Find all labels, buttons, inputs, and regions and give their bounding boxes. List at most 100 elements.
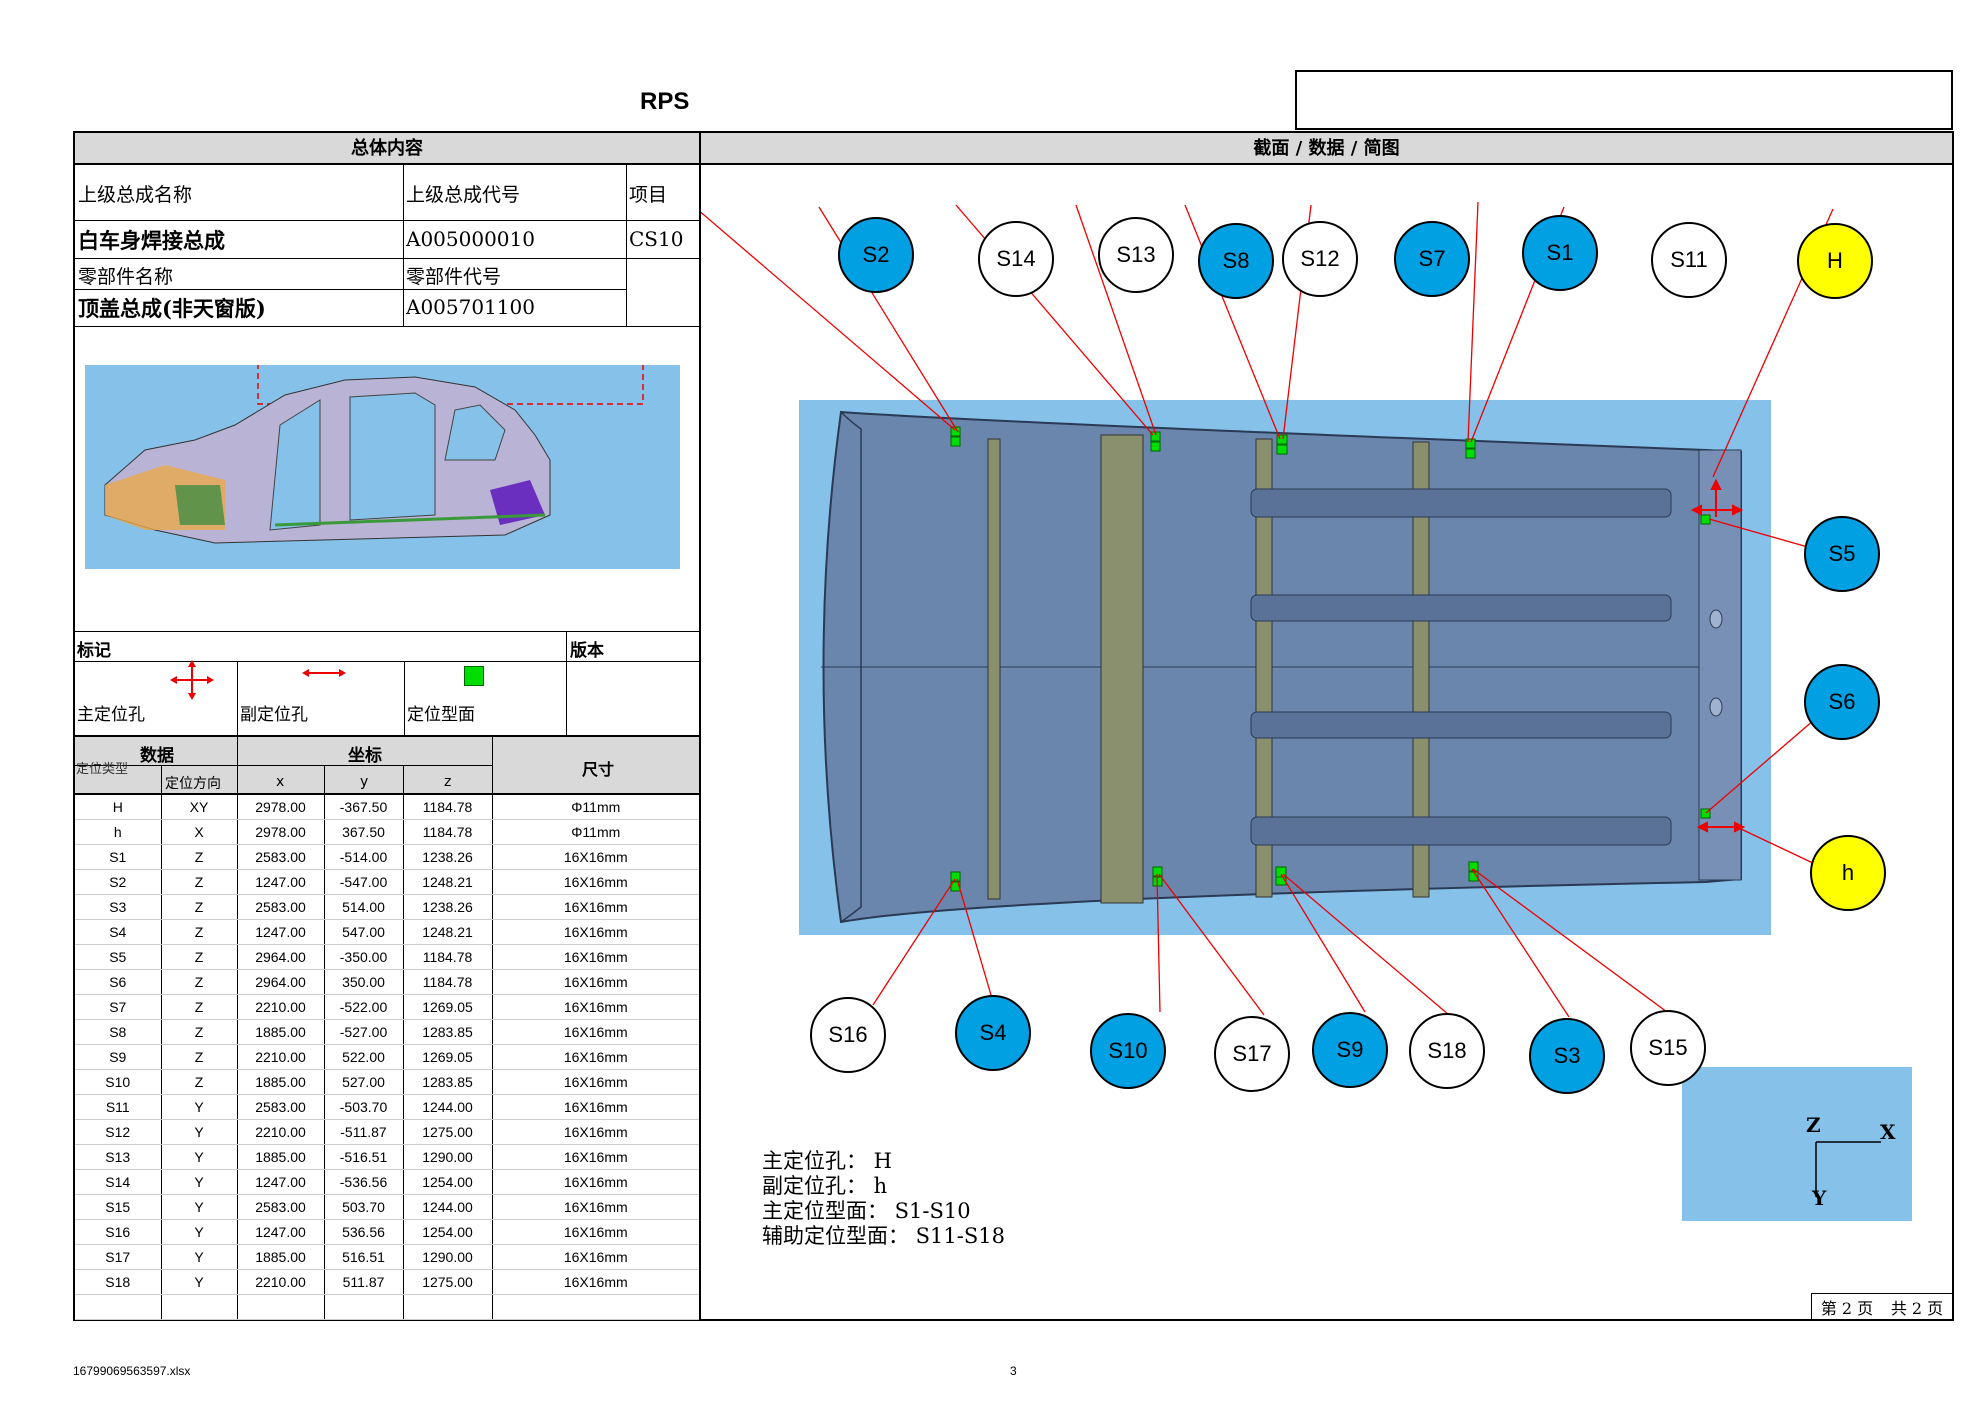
main-frame — [73, 131, 1954, 1321]
parent-name-label: 上级总成名称 — [78, 184, 193, 206]
table-cell: -514.00 — [324, 844, 404, 870]
table-cell — [237, 1294, 325, 1320]
parent-code-value: A005000010 — [406, 227, 535, 251]
table-cell: 16X16mm — [492, 994, 699, 1020]
table-cell: Y — [161, 1119, 238, 1145]
table-cell: 16X16mm — [492, 1119, 699, 1145]
circle-s18: S18 — [1409, 1013, 1485, 1089]
table-cell: X — [161, 819, 238, 845]
table-cell: 16X16mm — [492, 1219, 699, 1245]
table-cell: -367.50 — [324, 795, 404, 820]
table-cell: 2210.00 — [237, 994, 325, 1020]
circle-h-main: H — [1797, 223, 1873, 299]
surface-label: 定位型面 — [407, 705, 475, 725]
table-cell: Y — [161, 1144, 238, 1170]
table-cell: Y — [161, 1169, 238, 1195]
size-header: 尺寸 — [582, 760, 615, 779]
table-cell: Z — [161, 894, 238, 920]
circle-s6: S6 — [1804, 664, 1880, 740]
table-cell: S2 — [75, 869, 162, 895]
project-value: CS10 — [629, 227, 684, 251]
table-cell: 16X16mm — [492, 1169, 699, 1195]
grid-line — [324, 765, 325, 795]
table-cell: 1283.85 — [403, 1069, 493, 1095]
main-hole-label: 主定位孔 — [77, 705, 145, 725]
table-cell: 547.00 — [324, 919, 404, 945]
table-cell: 1275.00 — [403, 1269, 493, 1295]
table-cell: 1885.00 — [237, 1244, 325, 1270]
coord-header: 坐标 — [348, 746, 382, 766]
table-cell: 16X16mm — [492, 919, 699, 945]
axis-x-label: X — [1880, 1120, 1896, 1144]
circle-s17: S17 — [1214, 1016, 1290, 1092]
grid-line — [75, 326, 699, 327]
table-cell: 2964.00 — [237, 944, 325, 970]
x-header: x — [276, 774, 285, 790]
table-cell: Z — [161, 869, 238, 895]
grid-line — [237, 661, 238, 735]
circle-s2: S2 — [838, 217, 914, 293]
table-cell: Y — [161, 1194, 238, 1220]
table-cell: Φ11mm — [492, 795, 699, 820]
grid-line — [75, 631, 699, 632]
circle-s1: S1 — [1522, 215, 1598, 291]
table-cell: -503.70 — [324, 1094, 404, 1120]
table-cell: 1247.00 — [237, 1169, 325, 1195]
data-header: 数据 — [140, 746, 174, 766]
table-cell: 350.00 — [324, 969, 404, 995]
table-cell: -516.51 — [324, 1144, 404, 1170]
table-cell: 16X16mm — [492, 1044, 699, 1070]
table-cell: 16X16mm — [492, 1069, 699, 1095]
table-cell: 527.00 — [324, 1069, 404, 1095]
page-indicator: 第 2 页 共 2 页 — [1811, 1293, 1952, 1320]
table-cell: 1184.78 — [403, 795, 493, 820]
table-cell: 1269.05 — [403, 994, 493, 1020]
sub-hole-label: 副定位孔 — [240, 705, 308, 725]
dir-header: 定位方向 — [165, 776, 221, 792]
table-cell: Z — [161, 1069, 238, 1095]
table-cell: 1238.26 — [403, 894, 493, 920]
table-cell: 1290.00 — [403, 1244, 493, 1270]
table-cell: -527.00 — [324, 1019, 404, 1045]
table-cell: S1 — [75, 844, 162, 870]
table-cell: Y — [161, 1269, 238, 1295]
grid-line — [75, 220, 699, 221]
grid-line — [492, 737, 493, 795]
circle-h-sub: h — [1810, 835, 1886, 911]
circle-s9: S9 — [1312, 1012, 1388, 1088]
circle-s7: S7 — [1394, 221, 1470, 297]
table-cell: 2964.00 — [237, 969, 325, 995]
table-cell: S11 — [75, 1094, 162, 1120]
table-cell: S6 — [75, 969, 162, 995]
table-cell — [161, 1294, 238, 1320]
table-cell: 536.56 — [324, 1219, 404, 1245]
table-cell: S4 — [75, 919, 162, 945]
table-cell: S7 — [75, 994, 162, 1020]
surface-icon — [464, 666, 484, 686]
table-cell: S12 — [75, 1119, 162, 1145]
grid-line — [237, 737, 238, 795]
table-cell: Z — [161, 944, 238, 970]
part-name-value: 顶盖总成(非天窗版) — [78, 296, 266, 321]
table-cell: 514.00 — [324, 894, 404, 920]
axis-y-label: Y — [1812, 1186, 1827, 1210]
table-cell: 1290.00 — [403, 1144, 493, 1170]
table-cell: 16X16mm — [492, 969, 699, 995]
version-label: 版本 — [570, 641, 604, 661]
circle-s14: S14 — [978, 221, 1054, 297]
table-cell: 1184.78 — [403, 819, 493, 845]
grid-line — [403, 765, 404, 795]
legend-line-sub-hole: 副定位孔： h — [762, 1174, 888, 1198]
table-cell: 1275.00 — [403, 1119, 493, 1145]
table-cell: -536.56 — [324, 1169, 404, 1195]
table-cell: S5 — [75, 944, 162, 970]
